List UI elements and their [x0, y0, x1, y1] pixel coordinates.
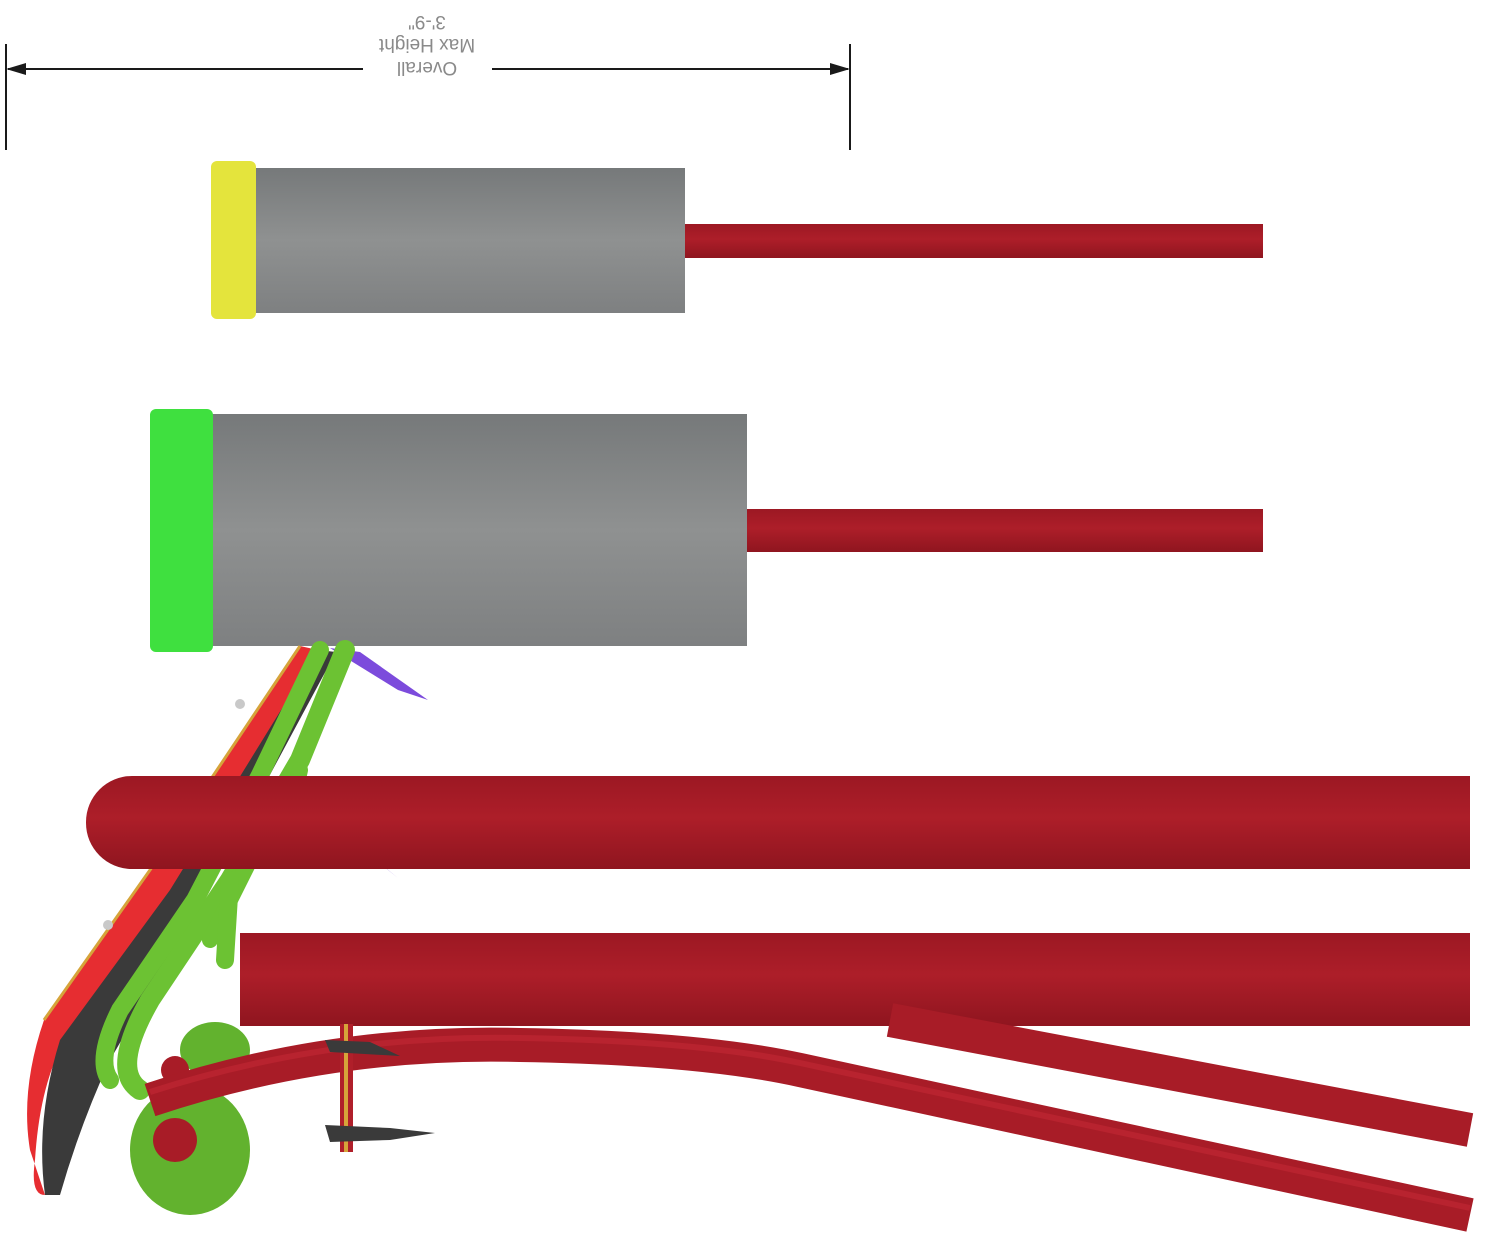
- curved-tube-highlight: [149, 1034, 1471, 1211]
- small-cylinder-body: [255, 168, 685, 313]
- small-cylinder-rod: [684, 224, 1263, 258]
- dimension-label-line1: Overall: [397, 57, 457, 78]
- dimension-label-line2: Max Height: [378, 34, 475, 55]
- large-cylinder-rod: [745, 509, 1263, 552]
- diagonal-tube-upper: [886, 1003, 1474, 1147]
- curved-tube: [144, 1027, 1474, 1232]
- dimension-arrow-left: [6, 63, 26, 75]
- lower-diagonal-tubes: [144, 1003, 1474, 1232]
- bolt-top: [325, 1040, 400, 1056]
- green-tube-1: [117, 640, 355, 1100]
- small-cylinder-cap: [211, 161, 256, 319]
- green-mount-lower-hole: [153, 1118, 197, 1162]
- large-cylinder-cap: [150, 409, 213, 652]
- small-cylinder-assembly: [211, 161, 1263, 319]
- panel-bolt-1: [235, 699, 245, 709]
- top-frame-rail: [86, 776, 1470, 869]
- purple-fin-upper: [330, 648, 428, 700]
- top-frame-rail-end: [1380, 776, 1470, 869]
- vertical-post-trim: [344, 1024, 348, 1152]
- dimension-arrow-right: [830, 63, 850, 75]
- large-cylinder-assembly: [150, 409, 1263, 652]
- dimension-value: 3'-9": [408, 11, 446, 32]
- panel-bolt-2: [103, 920, 113, 930]
- large-cylinder-body: [212, 414, 747, 646]
- post-assembly: [325, 1024, 435, 1152]
- overall-height-dimension: Overall Max Height 3'-9": [5, 11, 851, 150]
- green-tube-4: [216, 871, 239, 969]
- lower-frame-rail: [240, 933, 1470, 1026]
- green-tube-2: [95, 641, 329, 1089]
- main-frame: [86, 776, 1470, 1026]
- angled-panel-trim: [42, 645, 302, 1021]
- bolt-bottom: [325, 1125, 435, 1142]
